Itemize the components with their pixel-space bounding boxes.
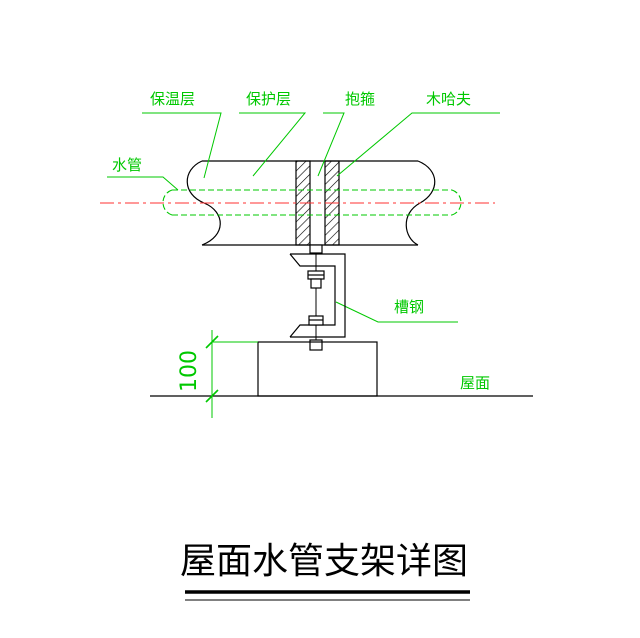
label-wood-block: 木哈夫 (426, 90, 471, 108)
channel-steel-inner (289, 253, 336, 338)
label-pipe-clamp: 抱箍 (345, 90, 375, 108)
channel-steel-outer (290, 253, 346, 338)
anchor-nut (309, 339, 323, 351)
drawing-title: 屋面水管支架详图 (180, 541, 468, 582)
leader-wood-block (336, 112, 500, 177)
leader-protection (239, 112, 307, 177)
leader-lines (107, 112, 500, 323)
dimension-value: 100 (177, 350, 202, 392)
water-pipe (162, 189, 462, 216)
label-insulation: 保温层 (150, 90, 195, 108)
label-roof: 屋面 (460, 374, 490, 392)
label-channel-steel: 槽钢 (394, 298, 424, 316)
leader-clamp (317, 112, 345, 177)
label-protection: 保护层 (246, 90, 291, 108)
clamp-bolt-head (309, 244, 323, 254)
leader-water-pipe (107, 176, 179, 191)
channel-steel-bracket (289, 244, 346, 351)
leader-channel-steel (335, 301, 458, 323)
leader-insulation (142, 112, 222, 179)
label-water-pipe: 水管 (112, 156, 142, 174)
height-dimension (205, 330, 258, 418)
